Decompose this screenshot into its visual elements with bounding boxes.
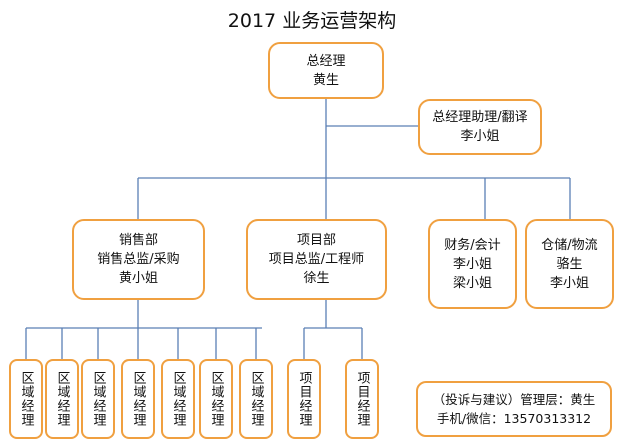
- area-manager-label: 区域经理: [130, 371, 146, 427]
- sales-department-box: 销售部 销售总监/采购 黄小姐: [72, 219, 205, 300]
- area-manager-box: 区域经理: [199, 359, 233, 439]
- area-manager-box: 区域经理: [45, 359, 79, 439]
- project-manager-label: 项目经理: [354, 371, 370, 427]
- area-manager-box: 区域经理: [121, 359, 155, 439]
- contact-line-1: （投诉与建议）管理层：黄生: [432, 392, 596, 407]
- sales-dept: 销售部: [118, 233, 158, 248]
- area-manager-label: 区域经理: [208, 371, 224, 427]
- project-manager-box: 项目经理: [345, 359, 379, 439]
- area-manager-box: 区域经理: [81, 359, 115, 439]
- sales-person: 黄小姐: [118, 271, 158, 286]
- contact-line-2: 手机/微信：13570313312: [436, 411, 592, 426]
- warehouse-person-2: 李小姐: [549, 275, 589, 291]
- assistant-box: 总经理助理/翻译 李小姐: [418, 99, 542, 155]
- sales-role: 销售总监/采购: [97, 252, 180, 267]
- area-manager-label: 区域经理: [90, 371, 106, 427]
- finance-person-2: 梁小姐: [452, 275, 492, 291]
- page-title: 2017 业务运营架构: [227, 10, 397, 32]
- area-manager-box: 区域经理: [9, 359, 43, 439]
- gm-person: 黄生: [312, 72, 339, 88]
- general-manager-box: 总经理 黄生: [268, 42, 384, 99]
- project-person: 徐生: [303, 271, 330, 286]
- contact-box: （投诉与建议）管理层：黄生 手机/微信：13570313312: [416, 381, 612, 437]
- finance-box: 财务/会计 李小姐 梁小姐: [428, 219, 517, 309]
- area-manager-label: 区域经理: [170, 371, 186, 427]
- finance-role: 财务/会计: [444, 237, 501, 253]
- project-role: 项目总监/工程师: [268, 252, 365, 267]
- area-manager-label: 区域经理: [54, 371, 70, 427]
- project-manager-label: 项目经理: [296, 371, 312, 427]
- assistant-person: 李小姐: [460, 129, 500, 144]
- area-manager-label: 区域经理: [18, 371, 34, 427]
- area-manager-box: 区域经理: [239, 359, 273, 439]
- project-department-box: 项目部 项目总监/工程师 徐生: [246, 219, 387, 300]
- assistant-role: 总经理助理/翻译: [432, 110, 528, 125]
- warehouse-person-1: 骆生: [556, 256, 583, 272]
- area-manager-label: 区域经理: [248, 371, 264, 427]
- finance-person-1: 李小姐: [452, 256, 492, 272]
- area-manager-box: 区域经理: [161, 359, 195, 439]
- project-manager-box: 项目经理: [287, 359, 321, 439]
- warehouse-box: 仓储/物流 骆生 李小姐: [525, 219, 614, 309]
- gm-role: 总经理: [306, 53, 346, 69]
- warehouse-role: 仓储/物流: [541, 237, 598, 253]
- project-dept: 项目部: [296, 233, 336, 248]
